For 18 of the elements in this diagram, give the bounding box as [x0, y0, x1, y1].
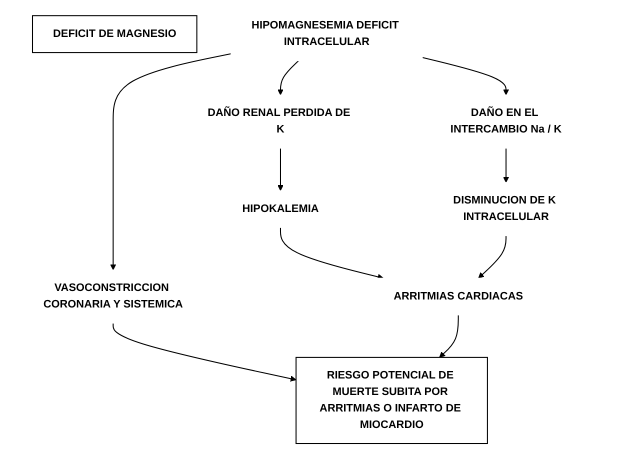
node-text: HIPOMAGNESEMIA DEFICIT INTRACELULAR	[251, 20, 399, 48]
arrow	[280, 228, 384, 280]
arrow	[277, 60, 299, 96]
node-box: RIESGO POTENCIAL DE MUERTE SUBITA POR ARRITMIAS O INFARTO DE MIOCARDIO	[295, 356, 488, 444]
node-box: DEFICIT DE MAGNESIO	[32, 15, 198, 54]
node-text: VASOCONSTRICCION CORONARIA Y SISTEMICA	[43, 282, 183, 310]
node-text: DISMINUCION DE K INTRACELULAR	[453, 194, 556, 223]
arrow	[110, 53, 232, 270]
node-text: DAÑO EN EL INTERCAMBIO Na / K	[450, 107, 562, 136]
arrow	[478, 236, 506, 278]
arrow	[439, 315, 459, 358]
arrow	[112, 323, 296, 382]
arrow	[502, 148, 509, 183]
node-text: DAÑO RENAL PERDIDA DE K	[207, 107, 350, 136]
arrow	[422, 56, 509, 96]
node-text: ARRITMIAS CARDIACAS	[394, 290, 523, 302]
arrow	[277, 148, 284, 191]
node-text: HIPOKALEMIA	[242, 202, 319, 215]
